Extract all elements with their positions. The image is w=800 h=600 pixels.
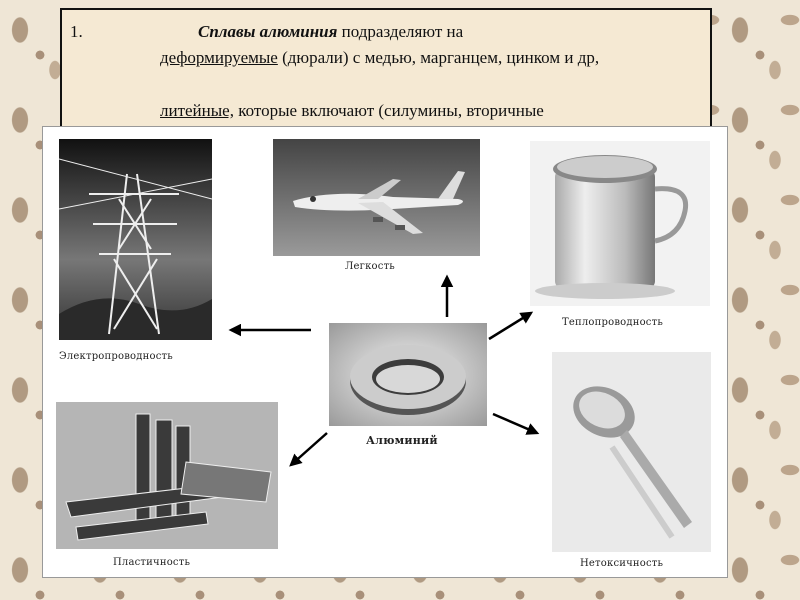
list-number: 1.: [70, 22, 83, 42]
properties-figure: Электропроводность Легкость Теплопроводн…: [42, 126, 728, 578]
alloys-title-rest: подразделяют на: [337, 22, 463, 41]
arrows: [43, 127, 729, 579]
text-box: 1. Сплавы алюминия подразделяют на дефор…: [60, 8, 712, 128]
arrow-to-thermal: [489, 313, 531, 339]
arrow-to-nontoxic: [493, 414, 537, 433]
cast-paragraph: литейные, которые включают (силумины, вт…: [160, 99, 700, 123]
deformable-paragraph: деформируемые (дюрали) с медью, марганце…: [160, 46, 700, 70]
deformable-term: деформируемые: [160, 48, 278, 67]
cast-rest: которые включают (силумины, вторичные: [234, 101, 544, 120]
deformable-rest: (дюрали) с медью, марганцем, цинком и др…: [278, 48, 599, 67]
arrow-to-plasticity: [291, 433, 327, 465]
alloys-title: Сплавы алюминия: [198, 22, 337, 41]
heading-line: Сплавы алюминия подразделяют на: [198, 22, 463, 42]
cast-term: литейные,: [160, 101, 234, 120]
